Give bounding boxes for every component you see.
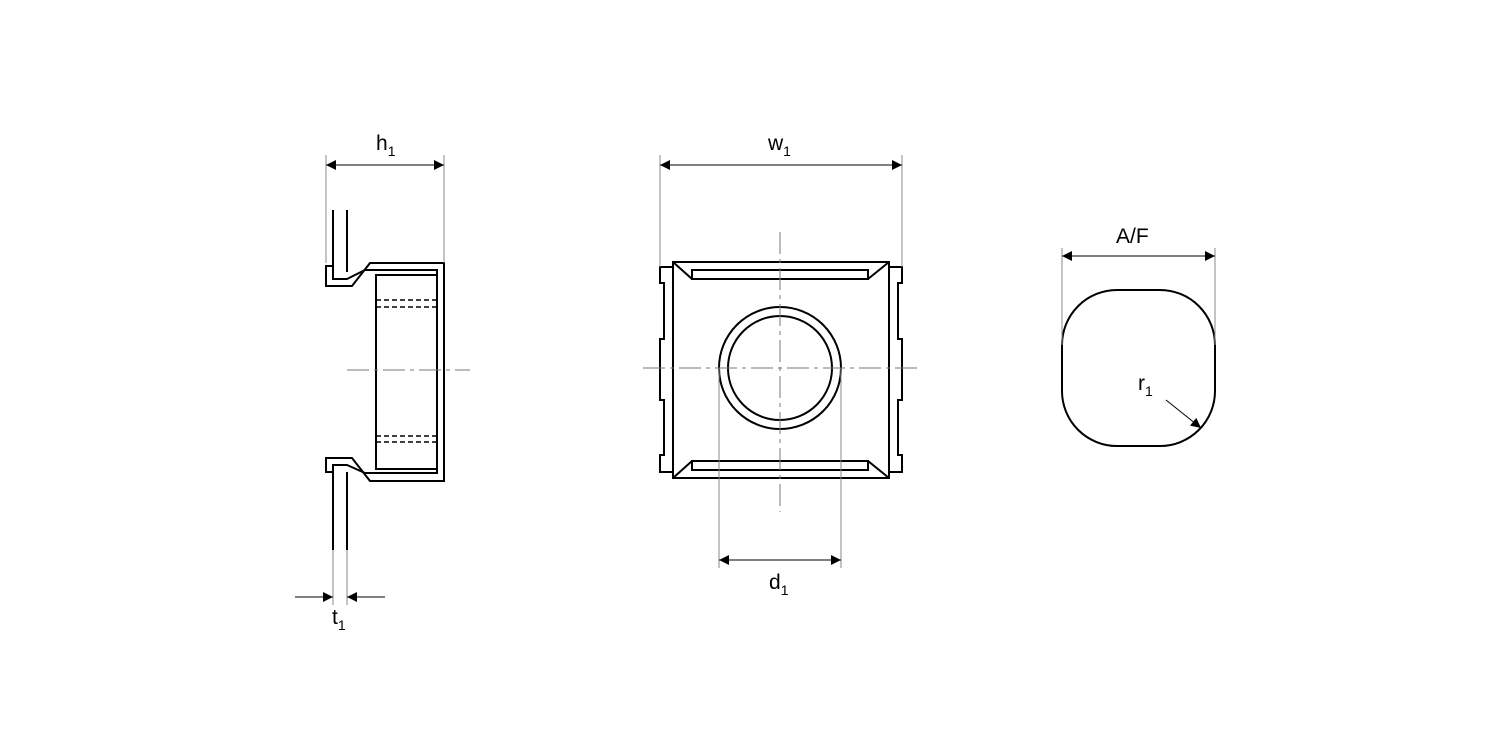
side-profile-outer — [325, 262, 445, 482]
r1-leader — [1165, 399, 1202, 429]
t1-label: t1 — [332, 606, 346, 633]
r1-label: r1 — [1138, 372, 1153, 399]
d1-label: d1 — [769, 571, 789, 598]
rounded-square-profile — [1061, 289, 1216, 447]
profile-view: A/F r1 — [1061, 225, 1216, 447]
right-tabs — [889, 266, 903, 473]
h1-label: h1 — [376, 132, 396, 159]
side-profile-inner — [332, 210, 438, 550]
front-view: w1 d1 — [643, 132, 918, 598]
w1-label: w1 — [767, 132, 791, 159]
left-tabs — [659, 266, 673, 473]
side-view: h1 t1 — [295, 132, 470, 633]
thread-body — [375, 274, 438, 470]
nut-body — [672, 261, 890, 479]
af-label: A/F — [1116, 225, 1149, 248]
